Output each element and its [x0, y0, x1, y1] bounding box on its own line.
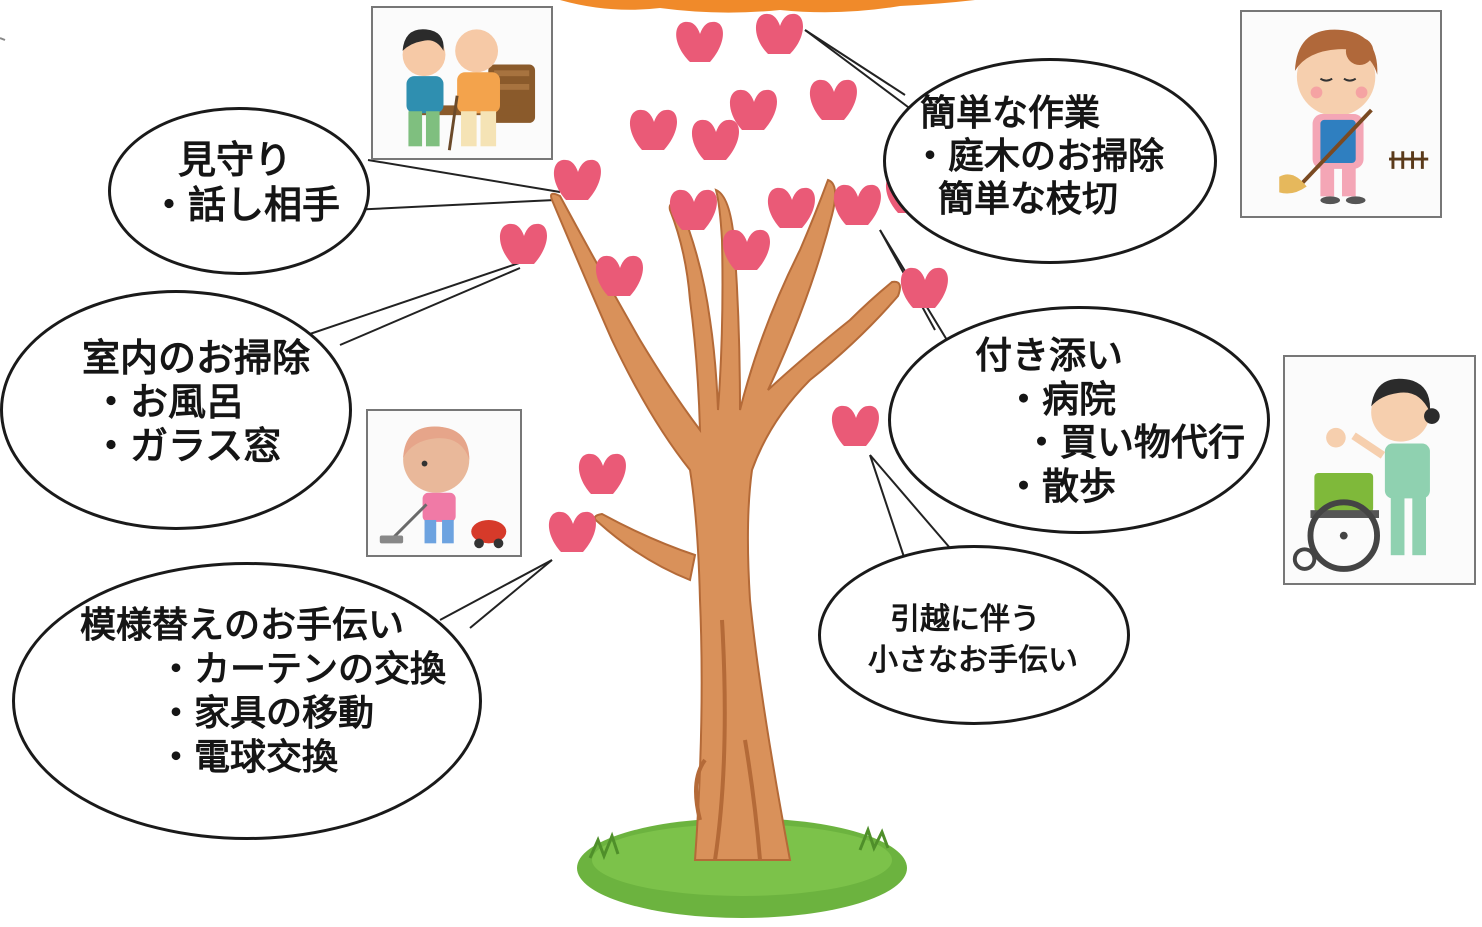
indoor-item2: ・ガラス窓 — [92, 424, 282, 469]
illustration-elderly-couple — [371, 6, 553, 160]
escort-item1: ・病院 — [1005, 377, 1116, 421]
indoor-item1: ・お風呂 — [92, 380, 245, 425]
bubble-garden — [883, 58, 1217, 264]
moving-line1: 引越に伴う — [890, 602, 1040, 637]
bubble-indoor-text: 室内のお掃除 ・お風呂 ・ガラス窓 — [82, 336, 310, 468]
illustration-vacuuming — [366, 409, 522, 557]
bubble-garden-text: 簡単な作業 ・庭木のお掃除 簡単な枝切 — [912, 92, 1164, 222]
garden-title: 簡単な作業 — [920, 93, 1101, 134]
tree-trunk — [550, 178, 901, 861]
illustration-wheelchair — [1283, 355, 1476, 585]
bubble-watch-text: 見守り ・話し相手 — [150, 138, 340, 228]
elderly-couple-image — [402, 29, 536, 151]
bubble-rearrange — [12, 562, 482, 840]
sweeping-image — [1279, 29, 1429, 205]
bubble-moving-text: 引越に伴う 小さなお手伝い — [868, 600, 1078, 681]
garden-item2: 簡単な枝切 — [938, 179, 1119, 221]
bubble-rearrange-text: 模様替えのお手伝い ・カーテンの交換 ・家具の移動 ・電球交換 — [80, 604, 446, 780]
bubble-watch — [108, 107, 370, 275]
bubble-moving — [818, 545, 1130, 725]
watch-line1: 見守り — [178, 138, 293, 182]
bubble-escort — [888, 306, 1270, 534]
moving-line2: 小さなお手伝い — [868, 642, 1078, 678]
grass-blades — [588, 825, 890, 861]
rearrange-item1: ・カーテンの交換 — [158, 648, 447, 690]
trunk-shading — [694, 619, 762, 861]
wheelchair-image — [1292, 378, 1440, 572]
escort-item3: ・散歩 — [1005, 464, 1116, 508]
watch-line2: ・話し相手 — [150, 182, 341, 227]
escort-title: 付き添い — [975, 334, 1123, 377]
garden-item1: ・庭木のお掃除 — [912, 136, 1165, 178]
rearrange-item2: ・家具の移動 — [158, 692, 375, 734]
indoor-title: 室内のお掃除 — [82, 336, 311, 380]
vacuuming-image — [379, 426, 507, 549]
scan-mark-top — [0, 37, 6, 41]
bubble-indoor — [0, 290, 352, 530]
rearrange-item3: ・電球交換 — [158, 736, 339, 778]
escort-item2: ・買い物代行 — [1023, 421, 1245, 465]
title-banner-fragment — [560, 0, 975, 13]
bubble-escort-text: 付き添い ・病院 ・買い物代行 ・散歩 — [975, 334, 1245, 509]
rearrange-title: 模様替えのお手伝い — [80, 605, 405, 646]
illustration-sweeping — [1240, 10, 1442, 218]
hearts — [499, 13, 948, 552]
connector-lines — [297, 29, 951, 629]
